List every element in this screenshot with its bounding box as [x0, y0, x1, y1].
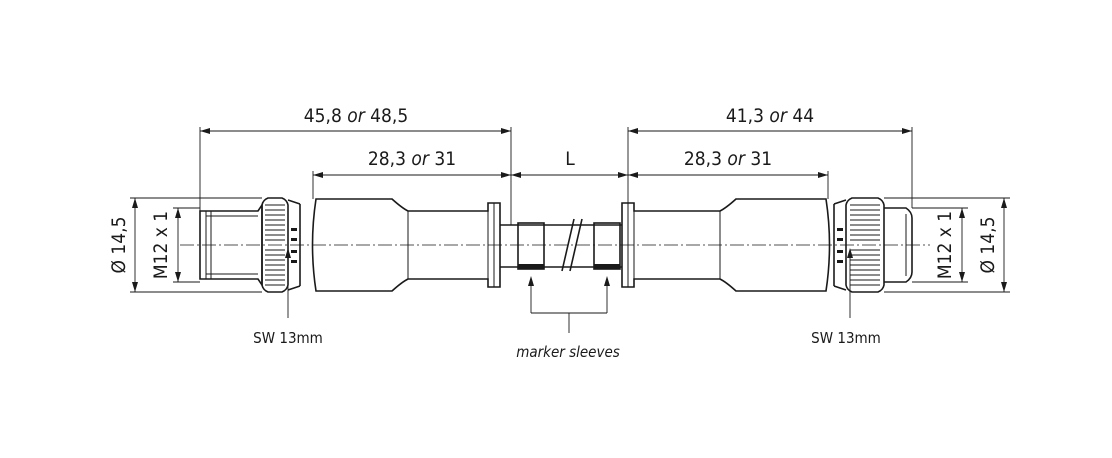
dim-left-overall — [200, 128, 511, 134]
dim-left-thread — [175, 208, 181, 282]
right-wrench-leader — [847, 248, 853, 318]
dim-right-overall — [628, 128, 912, 134]
cable — [500, 218, 622, 272]
dim-right-body — [628, 172, 828, 178]
left-overall-label: 45,8 or 48,5 — [304, 105, 408, 127]
marker-sleeve-right — [593, 222, 621, 270]
marker-sleeve-left — [517, 222, 545, 270]
left-thread-label: M12 x 1 — [150, 211, 172, 279]
right-body — [621, 198, 831, 292]
right-diameter-label: Ø 14,5 — [977, 217, 999, 274]
dim-left-diameter — [132, 198, 138, 292]
left-body — [311, 198, 501, 292]
left-wrench-label: SW 13mm — [253, 329, 323, 347]
left-diameter-label: Ø 14,5 — [108, 217, 130, 274]
cable-break-mark — [561, 218, 575, 272]
right-body-label: 28,3 or 31 — [684, 148, 772, 170]
extension-lines — [130, 127, 1010, 293]
marker-sleeves-label: marker sleeves — [516, 343, 620, 361]
dim-length — [511, 172, 628, 178]
right-wrench-label: SW 13mm — [811, 329, 881, 347]
right-connector — [621, 197, 913, 293]
left-connector — [199, 197, 501, 293]
right-knurled-nut — [833, 197, 913, 293]
dim-right-thread — [959, 208, 965, 282]
left-body-label: 28,3 or 31 — [368, 148, 456, 170]
dim-left-body — [313, 172, 511, 178]
right-overall-label: 41,3 or 44 — [726, 105, 814, 127]
marker-sleeves-leader — [528, 276, 610, 333]
right-thread-label: M12 x 1 — [934, 211, 956, 279]
length-label: L — [565, 148, 575, 170]
left-wrench-leader — [285, 248, 291, 318]
dim-right-diameter — [1001, 198, 1007, 292]
